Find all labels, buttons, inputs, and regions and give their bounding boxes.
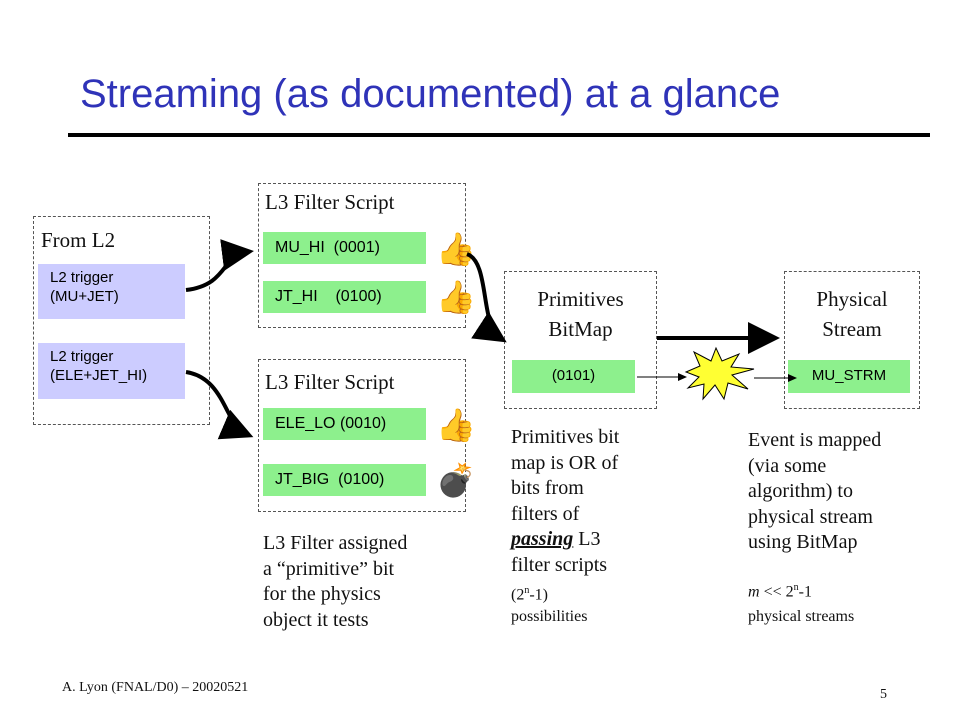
filter-note-line: L3 Filter assigned: [263, 532, 408, 554]
possibilities-word: possibilities: [511, 607, 588, 625]
filter-ele-lo: ELE_LO (0010): [263, 408, 426, 440]
physical-stream-title: Physical Stream: [784, 284, 920, 344]
primitives-note-line: filter scripts: [511, 553, 608, 576]
trigger-line-1: L2 trigger: [50, 269, 114, 286]
l3-filter-script-label-2: L3 Filter Script: [265, 370, 395, 394]
primitives-note-line: Primitives bit: [511, 426, 620, 448]
l3-filter-script-box-1: [258, 183, 466, 328]
filter-name: ELE_LO: [275, 415, 336, 432]
filter-jt-hi: JT_HI (0100): [263, 281, 426, 313]
formula-post: -1): [529, 586, 548, 604]
mapping-note: Event is mapped (via some algorithm) to …: [748, 428, 881, 630]
filter-mu-hi: MU_HI (0001): [263, 232, 426, 264]
filter-bits: (0100): [338, 471, 385, 488]
m-sup: n: [793, 581, 799, 593]
primitives-note: Primitives bit map is OR of bits from fi…: [511, 425, 619, 629]
primitives-bitmap-value: (0101): [512, 360, 635, 393]
filter-name: JT_BIG: [275, 471, 330, 488]
bomb-icon: 💣: [436, 461, 476, 499]
m-var: m: [748, 582, 760, 600]
filter-bits: (0100): [335, 288, 382, 305]
filter-bits: (0001): [333, 239, 380, 256]
title-underline: [68, 133, 930, 137]
thumbs-up-icon: 👍: [436, 406, 476, 444]
slide-title: Streaming (as documented) at a glance: [80, 72, 781, 116]
physical-stream-box: [784, 271, 920, 409]
trigger-line-1: L2 trigger: [50, 348, 114, 365]
passing-suffix: L3: [573, 528, 601, 550]
trigger-line-2: (MU+JET): [50, 288, 119, 305]
filter-note: L3 Filter assigned a “primitive” bit for…: [263, 531, 407, 633]
mapping-note-line: physical stream: [748, 505, 873, 528]
possibilities-formula: (2n-1): [511, 578, 619, 608]
footer-author: A. Lyon (FNAL/D0) – 20020521: [62, 680, 249, 695]
filter-name: JT_HI: [275, 288, 318, 305]
trigger-line-2: (ELE+JET_HI): [50, 367, 148, 384]
physical-stream-value: MU_STRM: [788, 360, 910, 393]
filter-jt-big: JT_BIG (0100): [263, 464, 426, 496]
primitives-title-line1: Primitives: [537, 287, 624, 311]
physical-streams-text: physical streams: [748, 608, 855, 626]
filter-note-line: object it tests: [263, 608, 369, 631]
mapping-note-line: algorithm) to: [748, 480, 853, 502]
passing-word: passing: [511, 528, 574, 550]
filter-note-line: for the physics: [263, 583, 381, 605]
primitives-note-passing-line: passing L3: [511, 527, 619, 553]
thumbs-up-icon: 👍: [436, 230, 476, 268]
arrow-l2-to-script2: [185, 370, 254, 440]
from-l2-label: From L2: [41, 228, 116, 252]
filter-name: MU_HI: [275, 239, 325, 256]
primitives-title: Primitives BitMap: [504, 284, 657, 344]
page-number: 5: [880, 687, 887, 702]
mapping-note-line: Event is mapped: [748, 429, 882, 451]
mapping-note-line: using BitMap: [748, 531, 858, 553]
m-formula: m << 2n-1: [748, 575, 881, 605]
l3-filter-script-box-2: [258, 359, 466, 512]
physical-title-line1: Physical: [816, 287, 888, 311]
l2-trigger-ele-jet-hi: L2 trigger (ELE+JET_HI): [38, 343, 185, 399]
thumbs-up-icon: 👍: [436, 278, 476, 316]
burst-icon: [684, 346, 755, 401]
primitives-title-line2: BitMap: [548, 317, 613, 341]
arrow-script1-to-primitives: [465, 252, 507, 343]
physical-title-line2: Stream: [822, 317, 882, 341]
formula-sup: n: [524, 585, 530, 596]
arrow-l2-to-script1: [185, 239, 254, 292]
from-l2-box: [33, 216, 210, 425]
mapping-note-line: (via some: [748, 454, 827, 477]
filter-note-line: a “primitive” bit: [263, 557, 395, 580]
filter-bits: (0010): [339, 415, 387, 432]
m-post: -1: [798, 582, 812, 600]
l2-trigger-mu-jet: L2 trigger (MU+JET): [38, 264, 185, 319]
primitives-note-line: map is OR of: [511, 451, 619, 474]
primitives-note-line: filters of: [511, 502, 580, 525]
formula-pre: (2: [511, 586, 525, 604]
primitives-note-line: bits from: [511, 477, 584, 499]
l3-filter-script-label-1: L3 Filter Script: [265, 190, 395, 214]
m-text: << 2: [759, 582, 794, 600]
